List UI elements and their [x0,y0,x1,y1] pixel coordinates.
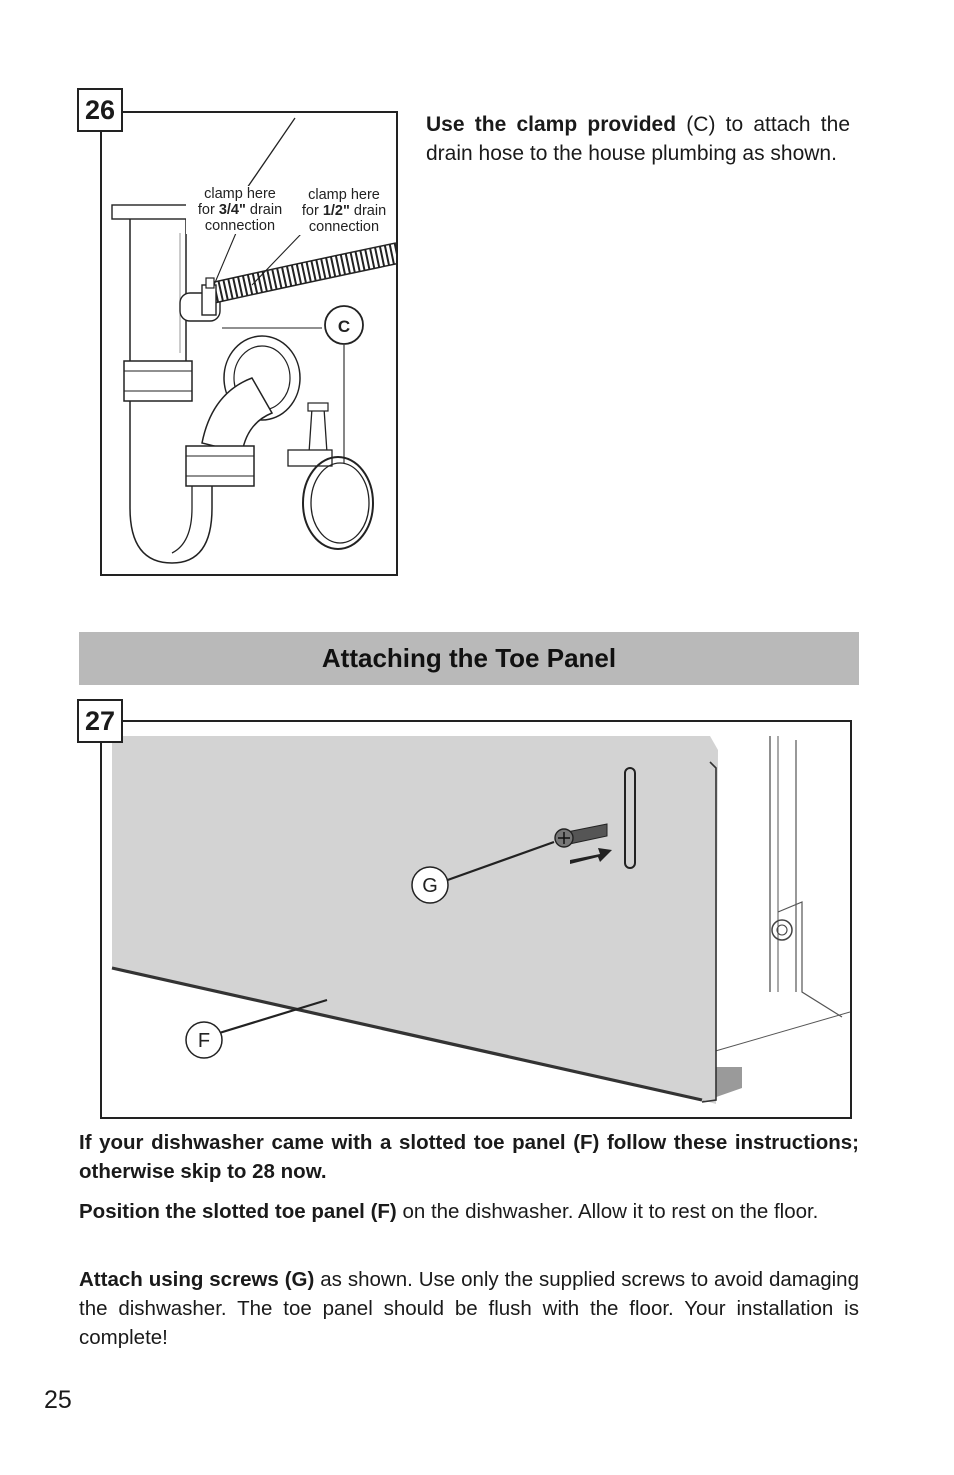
label-c: C [338,317,350,336]
step-number-27: 27 [77,699,123,743]
callout-right-line2-post: drain [349,203,387,219]
section-title: Attaching the Toe Panel [321,643,617,673]
position-panel-rest: on the dishwasher. Allow it to rest on t… [396,1200,819,1223]
callout-right-line3: connection [308,219,380,235]
callout-left-size: 3/4" [218,202,246,218]
attach-screws-bold: Attach using screws (G) [79,1268,315,1291]
step-26-instructions: Use the clamp provided (C) to attach the… [426,110,850,168]
position-panel-bold: Position the slotted toe panel (F) [79,1200,397,1223]
callout-three-quarter-inch: clamp here for 3/4" drain connection [186,186,294,234]
page-number: 25 [44,1386,72,1414]
callout-left-line3: connection [204,218,276,234]
toe-panel-illustration: G F [111,736,851,1104]
attach-screws-instruction: Attach using screws (G) as shown. Use on… [79,1265,859,1352]
section-banner: Attaching the Toe Panel [79,632,859,685]
callout-left-line2-post: drain [245,202,283,218]
figure-26-drain-clamp: C clamp here for 3/4" drain connection c… [100,111,401,576]
position-panel-instruction: Position the slotted toe panel (F) on th… [79,1197,859,1226]
label-f: F [198,1030,210,1052]
callout-left-line1: clamp here [204,186,276,202]
figure-27-toe-panel: G F [100,720,852,1119]
step-26-rest: (C) to attach the drain hose to the hous… [426,113,851,165]
step-26-bold: Use the clamp provided [426,113,677,136]
attach-screws-rest: as shown. Use only the supplied screws t… [79,1268,859,1349]
callout-half-inch: clamp here for 1/2" drain connection [294,187,394,235]
callout-right-line1: clamp here [308,187,380,203]
callout-right-line2-pre: for [301,203,323,219]
toe-panel-condition-note: If your dishwasher came with a slotted t… [79,1131,859,1183]
label-g: G [422,875,438,897]
callout-left-line2-pre: for [197,202,219,218]
callout-right-size: 1/2" [322,203,350,219]
step-number-26: 26 [77,88,123,132]
plumbing-illustration: C [111,117,401,564]
